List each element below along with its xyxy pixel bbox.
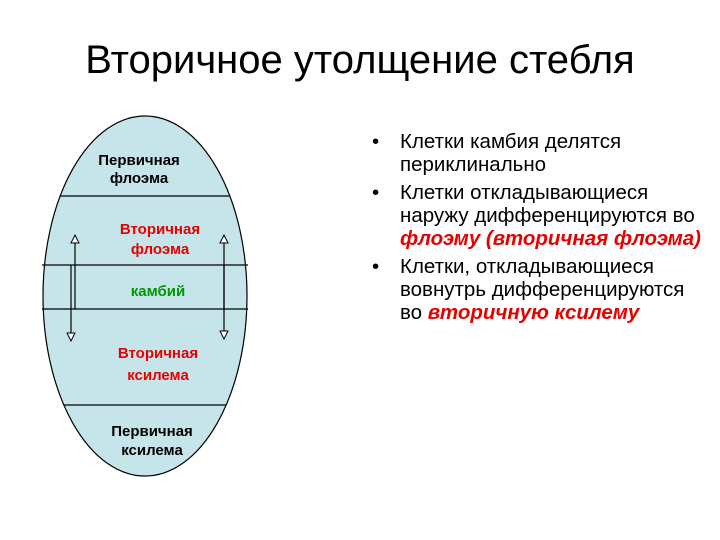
bullet-emphasis: вторичную ксилему bbox=[427, 301, 640, 324]
primary-phloem-label-2: флоэма bbox=[110, 170, 169, 187]
stem-cross-section-diagram: Первичная флоэма Вторичная флоэма камбий… bbox=[42, 115, 248, 477]
secondary-phloem-label-1: Вторичная bbox=[120, 221, 200, 238]
bullet-item: • Клетки камбия делятся периклинально bbox=[372, 130, 712, 176]
arrow-up-left bbox=[70, 233, 80, 309]
bullet-dot: • bbox=[372, 255, 380, 278]
primary-phloem-label-1: Первичная bbox=[98, 152, 180, 169]
arrow-down-right bbox=[219, 265, 229, 341]
bullet-emphasis: флоэму (вторичная флоэма) bbox=[400, 227, 701, 250]
cambium-label: камбий bbox=[131, 283, 185, 300]
bullet-list: • Клетки камбия делятся периклинально • … bbox=[372, 130, 712, 329]
secondary-phloem-label-2: флоэма bbox=[131, 241, 190, 258]
stem-oval bbox=[42, 115, 248, 477]
secondary-xylem-label-1: Вторичная bbox=[118, 345, 198, 362]
bullet-text: Клетки, откладывающиеся вовнутрь диффере… bbox=[400, 255, 685, 324]
bullet-dot: • bbox=[372, 181, 380, 204]
primary-xylem-label-1: Первичная bbox=[111, 423, 193, 440]
bullet-dot: • bbox=[372, 130, 380, 153]
secondary-xylem-label-2: ксилема bbox=[127, 367, 189, 384]
primary-xylem-label-2: ксилема bbox=[121, 442, 183, 459]
bullet-item: • Клетки, откладывающиеся вовнутрь диффе… bbox=[372, 255, 712, 324]
bullet-item: • Клетки откладывающиеся наружу дифферен… bbox=[372, 181, 712, 250]
slide-title: Вторичное утолщение стебля bbox=[85, 38, 635, 82]
arrow-down-left bbox=[66, 265, 76, 343]
bullet-text: Клетки откладывающиеся наружу дифференци… bbox=[400, 181, 695, 227]
bullet-text: Клетки камбия делятся периклинально bbox=[400, 130, 622, 176]
